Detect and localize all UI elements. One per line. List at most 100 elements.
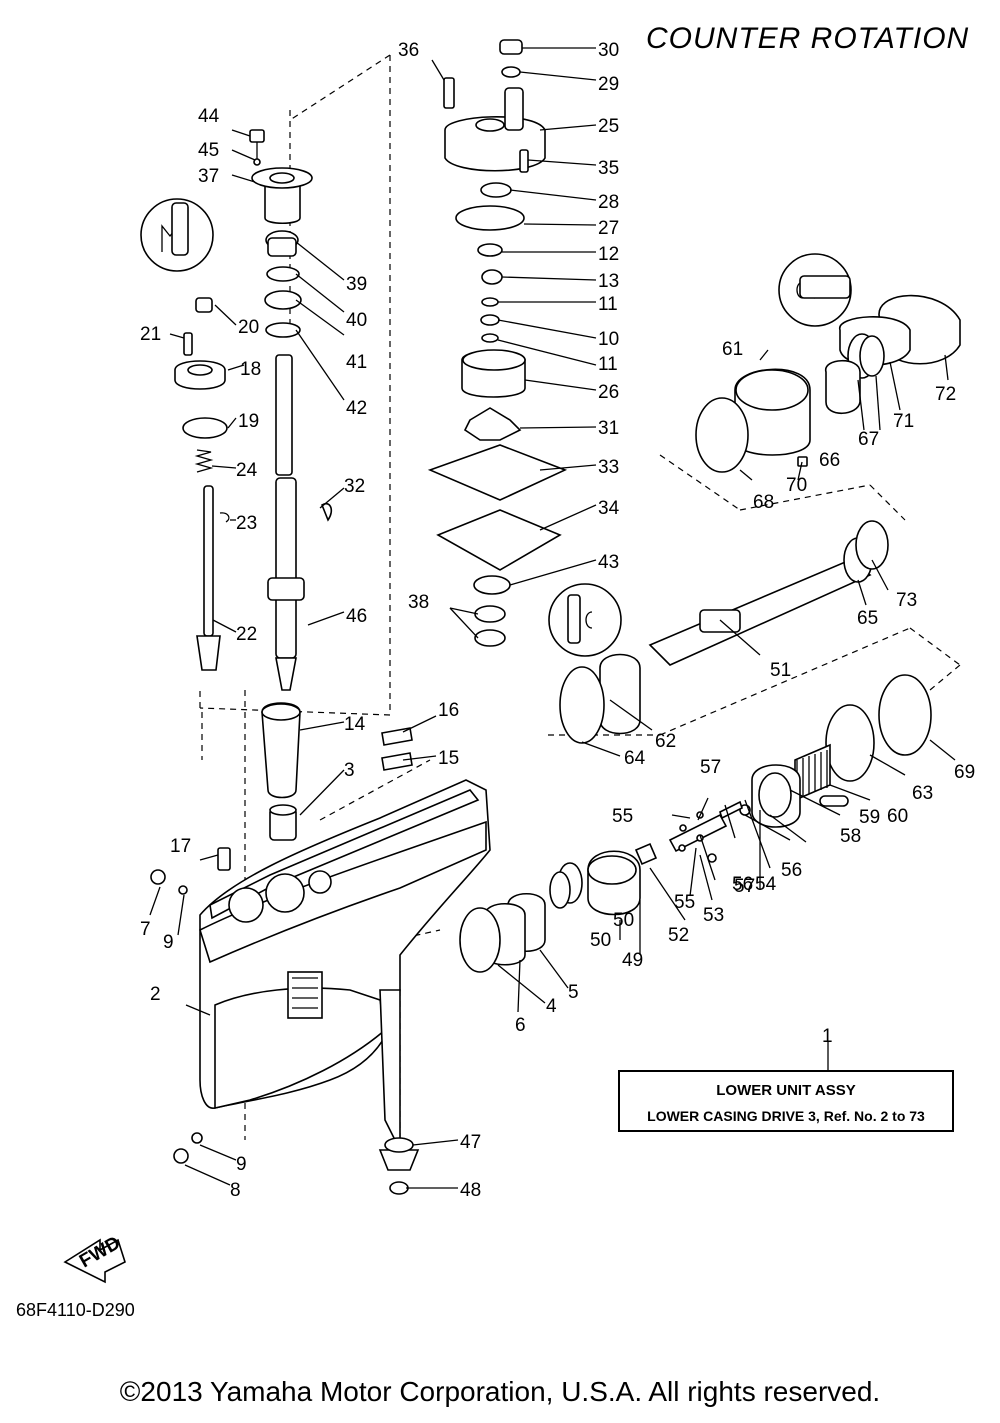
callout-57: 57 [700, 757, 721, 778]
casing-deck-plate [209, 789, 480, 920]
pin-58 [819, 795, 849, 807]
drive-shaft-upper-spline [275, 354, 293, 476]
callout-43: 43 [598, 552, 619, 573]
ball-55-upper [679, 824, 687, 832]
pump-ring-27 [455, 205, 525, 231]
callout-11: 11 [598, 294, 618, 315]
gasket-34 [436, 509, 562, 571]
callout-45: 45 [198, 140, 219, 161]
callout-12: 12 [598, 244, 619, 265]
oil-seal-detail [567, 594, 581, 644]
o-ring-19 [182, 417, 228, 439]
callout-39: 39 [346, 274, 367, 295]
leader-line [739, 469, 753, 481]
leader-line [829, 784, 871, 801]
leader-line [501, 276, 597, 281]
pump-liner-26-top [462, 349, 526, 371]
shim-64 [559, 666, 605, 744]
shift-rod-bore [308, 870, 332, 894]
callout-65: 65 [857, 608, 878, 629]
leader-line [539, 124, 597, 131]
callout-62: 62 [655, 731, 676, 752]
leader-line [744, 814, 791, 841]
callout-46: 46 [346, 606, 367, 627]
dowel-pin-35 [519, 149, 529, 173]
leader-line [402, 755, 437, 761]
grommet-30 [499, 39, 523, 55]
water-inlet-grille [287, 971, 323, 1019]
washer-45 [253, 158, 261, 166]
assembly-guide-line [739, 484, 871, 511]
assembly-box: LOWER UNIT ASSY LOWER CASING DRIVE 3, Re… [618, 1070, 954, 1132]
leader-line [449, 607, 479, 639]
callout-23: 23 [236, 513, 257, 534]
leader-line [299, 721, 345, 731]
forward-gear-63 [825, 704, 875, 782]
callout-58: 58 [840, 826, 861, 847]
bearing-50b [549, 871, 571, 909]
callout-25: 25 [598, 116, 619, 137]
assembly-guide-line [659, 627, 911, 736]
nut-48 [389, 1181, 409, 1195]
ball-55-lower [678, 844, 686, 852]
oil-seal-43 [473, 575, 511, 595]
callout-69: 69 [954, 762, 975, 783]
oil-seal-66 [825, 360, 861, 415]
leader-line [295, 329, 345, 401]
shim-40 [266, 266, 300, 282]
leader-line [869, 754, 906, 776]
leader-line [169, 333, 185, 339]
leader-line [539, 504, 597, 531]
callout-10: 10 [598, 329, 619, 350]
leader-line [671, 814, 691, 819]
leader-line [449, 607, 479, 615]
callout-21: 21 [140, 324, 161, 345]
callout-7: 7 [140, 919, 151, 940]
callout-36: 36 [398, 40, 419, 61]
callout-41: 41 [346, 352, 367, 373]
leader-line [212, 619, 237, 633]
diagram-code: 68F4110-D290 [16, 1300, 135, 1320]
leader-line [697, 797, 709, 821]
shim-6 [459, 907, 501, 973]
callout-9: 9 [163, 932, 174, 953]
leader-line [295, 273, 345, 313]
drain-screw-7 [150, 869, 166, 885]
holder-18-bore [187, 364, 213, 376]
leader-line [214, 304, 237, 326]
callout-22: 22 [236, 624, 257, 645]
leader-line [211, 465, 237, 469]
callout-9: 9 [236, 1154, 247, 1175]
leader-line [231, 149, 256, 161]
callout-73: 73 [896, 590, 917, 611]
leader-line [517, 959, 521, 1013]
callout-56: 56 [781, 860, 802, 881]
bolt-17 [217, 847, 231, 871]
shift-slider-52 [634, 842, 658, 866]
pinion-forward-gear-49-face [587, 855, 637, 885]
leader-line [199, 1144, 237, 1161]
propeller-shaft-51 [648, 559, 872, 666]
leader-line [769, 814, 807, 843]
callout-50: 50 [613, 910, 634, 931]
callout-20: 20 [238, 317, 259, 338]
collar-29 [501, 66, 521, 78]
callout-11: 11 [598, 354, 618, 375]
callout-16: 16 [438, 700, 459, 721]
assembly-ref-number: 1 [822, 1026, 833, 1047]
callout-52: 52 [668, 925, 689, 946]
pump-housing-bore [475, 118, 505, 132]
leader-line [402, 715, 437, 733]
leader-line [431, 59, 445, 81]
leader-line [231, 129, 251, 137]
leader-line [412, 1139, 459, 1146]
assembly-description: LOWER CASING DRIVE 3, Ref. No. 2 to 73 [647, 1108, 925, 1124]
bolt-21 [183, 332, 193, 356]
key-70 [797, 456, 808, 467]
page-title: COUNTER ROTATION [646, 22, 970, 55]
leader-line [185, 1004, 211, 1016]
callout-70: 70 [786, 475, 807, 496]
leader-line [527, 159, 597, 166]
leader-line [227, 417, 237, 429]
